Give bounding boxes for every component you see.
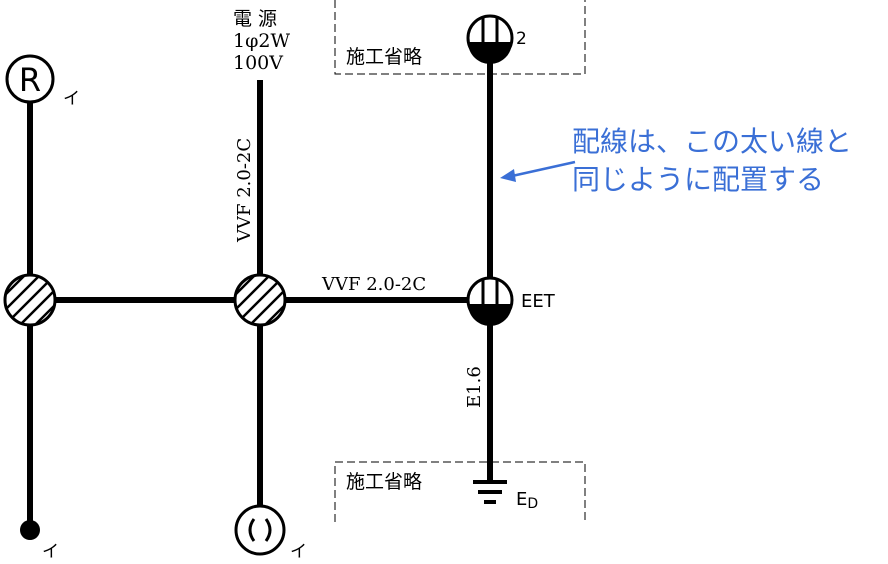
wires (27, 62, 493, 525)
pendant-light-icon (20, 520, 40, 540)
ground-label: ED (516, 489, 538, 512)
pendant-marker: イ (42, 542, 59, 562)
ceiling-marker: イ (290, 542, 307, 562)
cable-label-horizontal: VVF 2.0-2C (321, 274, 426, 295)
power-source-label: 電 源 1φ2W 100V (233, 8, 290, 74)
ground-icon (473, 480, 507, 504)
omission-box-top: 施工省略 (334, 0, 586, 75)
outlet-count: 2 (516, 29, 527, 49)
omission-box-bottom: 施工省略 (334, 461, 586, 522)
receptacle-marker: イ (63, 89, 80, 109)
power-label-line3: 100V (233, 52, 283, 74)
cable-label-ground: E1.6 (464, 366, 485, 408)
ground-label-sub: D (527, 496, 538, 512)
eet-outlet-icon (466, 276, 514, 326)
ceiling-light-icon (234, 504, 286, 556)
receptacle-letter: R (19, 61, 41, 99)
annotation-line1: 配線は、この太い線と (572, 125, 852, 158)
annotation-arrow-head (500, 169, 516, 182)
eet-label: EET (521, 291, 556, 312)
cable-label-vertical: VVF 2.0-2C (234, 138, 255, 243)
junction-box-1-icon (3, 273, 57, 327)
omission-label-top: 施工省略 (346, 46, 422, 68)
annotation: 配線は、この太い線と 同じように配置する (500, 125, 852, 196)
receptacle-r-icon: R (5, 54, 55, 104)
omission-label-bottom: 施工省略 (346, 471, 422, 493)
outlet-icon (466, 14, 514, 64)
annotation-arrow-shaft (511, 160, 576, 178)
ground-label-main: E (516, 489, 527, 510)
power-label-line1: 電 源 (233, 8, 277, 30)
annotation-line2: 同じように配置する (572, 163, 824, 196)
power-label-line2: 1φ2W (233, 30, 290, 52)
junction-box-2-icon (233, 273, 287, 327)
